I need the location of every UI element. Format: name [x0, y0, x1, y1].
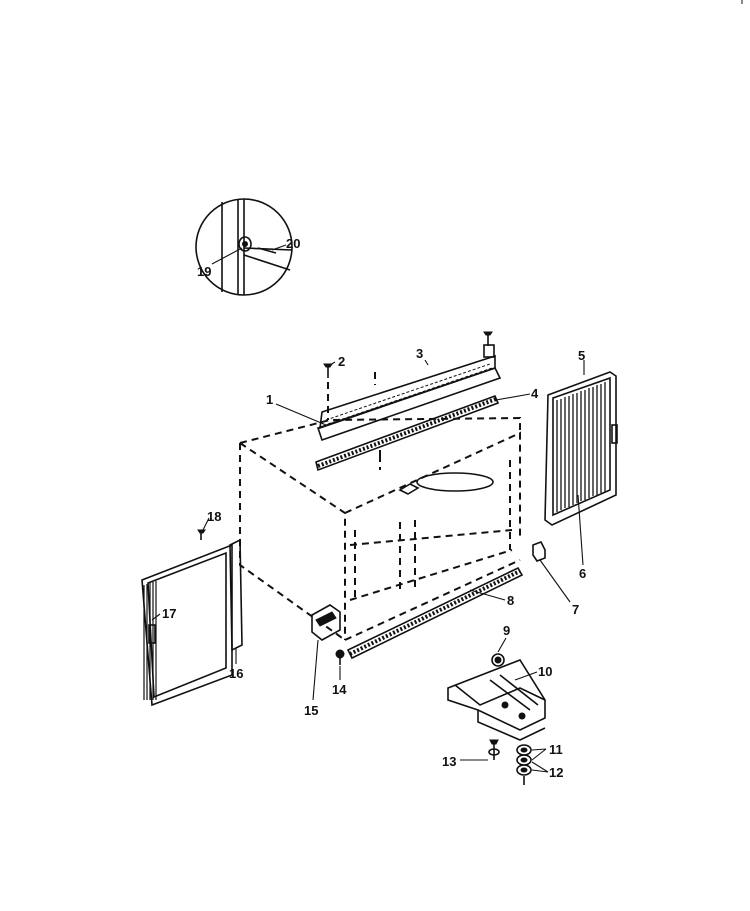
- nut-9: [491, 653, 505, 667]
- callout-12: 12: [549, 765, 563, 780]
- detail-inset: [195, 198, 293, 296]
- right-side-panel: [544, 371, 618, 526]
- callout-2: 2: [338, 354, 345, 369]
- callout-18: 18: [207, 509, 221, 524]
- callout-14: 14: [332, 682, 347, 697]
- screw-13: [488, 739, 500, 760]
- leader-lines: [151, 244, 585, 773]
- screw-2: [323, 363, 333, 420]
- callout-19: 19: [197, 264, 211, 279]
- callout-4: 4: [531, 386, 539, 401]
- callout-20: 20: [286, 236, 300, 251]
- screw-14: [335, 649, 345, 665]
- callout-9: 9: [503, 623, 510, 638]
- callouts: 1 2 3 4 5 6 7 8 9 10 11 12 13 14 15 16 1…: [162, 236, 586, 780]
- callout-6: 6: [579, 566, 586, 581]
- callout-16: 16: [229, 666, 243, 681]
- support-bracket: [447, 659, 546, 741]
- side-strip-16: [229, 538, 243, 652]
- callout-3: 3: [416, 346, 423, 361]
- seal-strip-top: [315, 394, 500, 472]
- callout-15: 15: [304, 703, 318, 718]
- screw-top-right: [483, 331, 493, 346]
- screw-18: [197, 529, 206, 540]
- callout-7: 7: [572, 602, 579, 617]
- bracket-15: [311, 604, 341, 641]
- clip-7: [532, 540, 546, 562]
- callout-13: 13: [442, 754, 456, 769]
- left-side-panel: [141, 543, 233, 707]
- seal-strip-bottom: [346, 566, 524, 660]
- callout-8: 8: [507, 593, 514, 608]
- callout-1: 1: [266, 392, 273, 407]
- callout-11: 11: [549, 742, 563, 757]
- top-rail: [316, 344, 502, 442]
- washers-11-12: [516, 744, 532, 785]
- callout-10: 10: [538, 664, 552, 679]
- callout-17: 17: [162, 606, 176, 621]
- callout-5: 5: [578, 348, 585, 363]
